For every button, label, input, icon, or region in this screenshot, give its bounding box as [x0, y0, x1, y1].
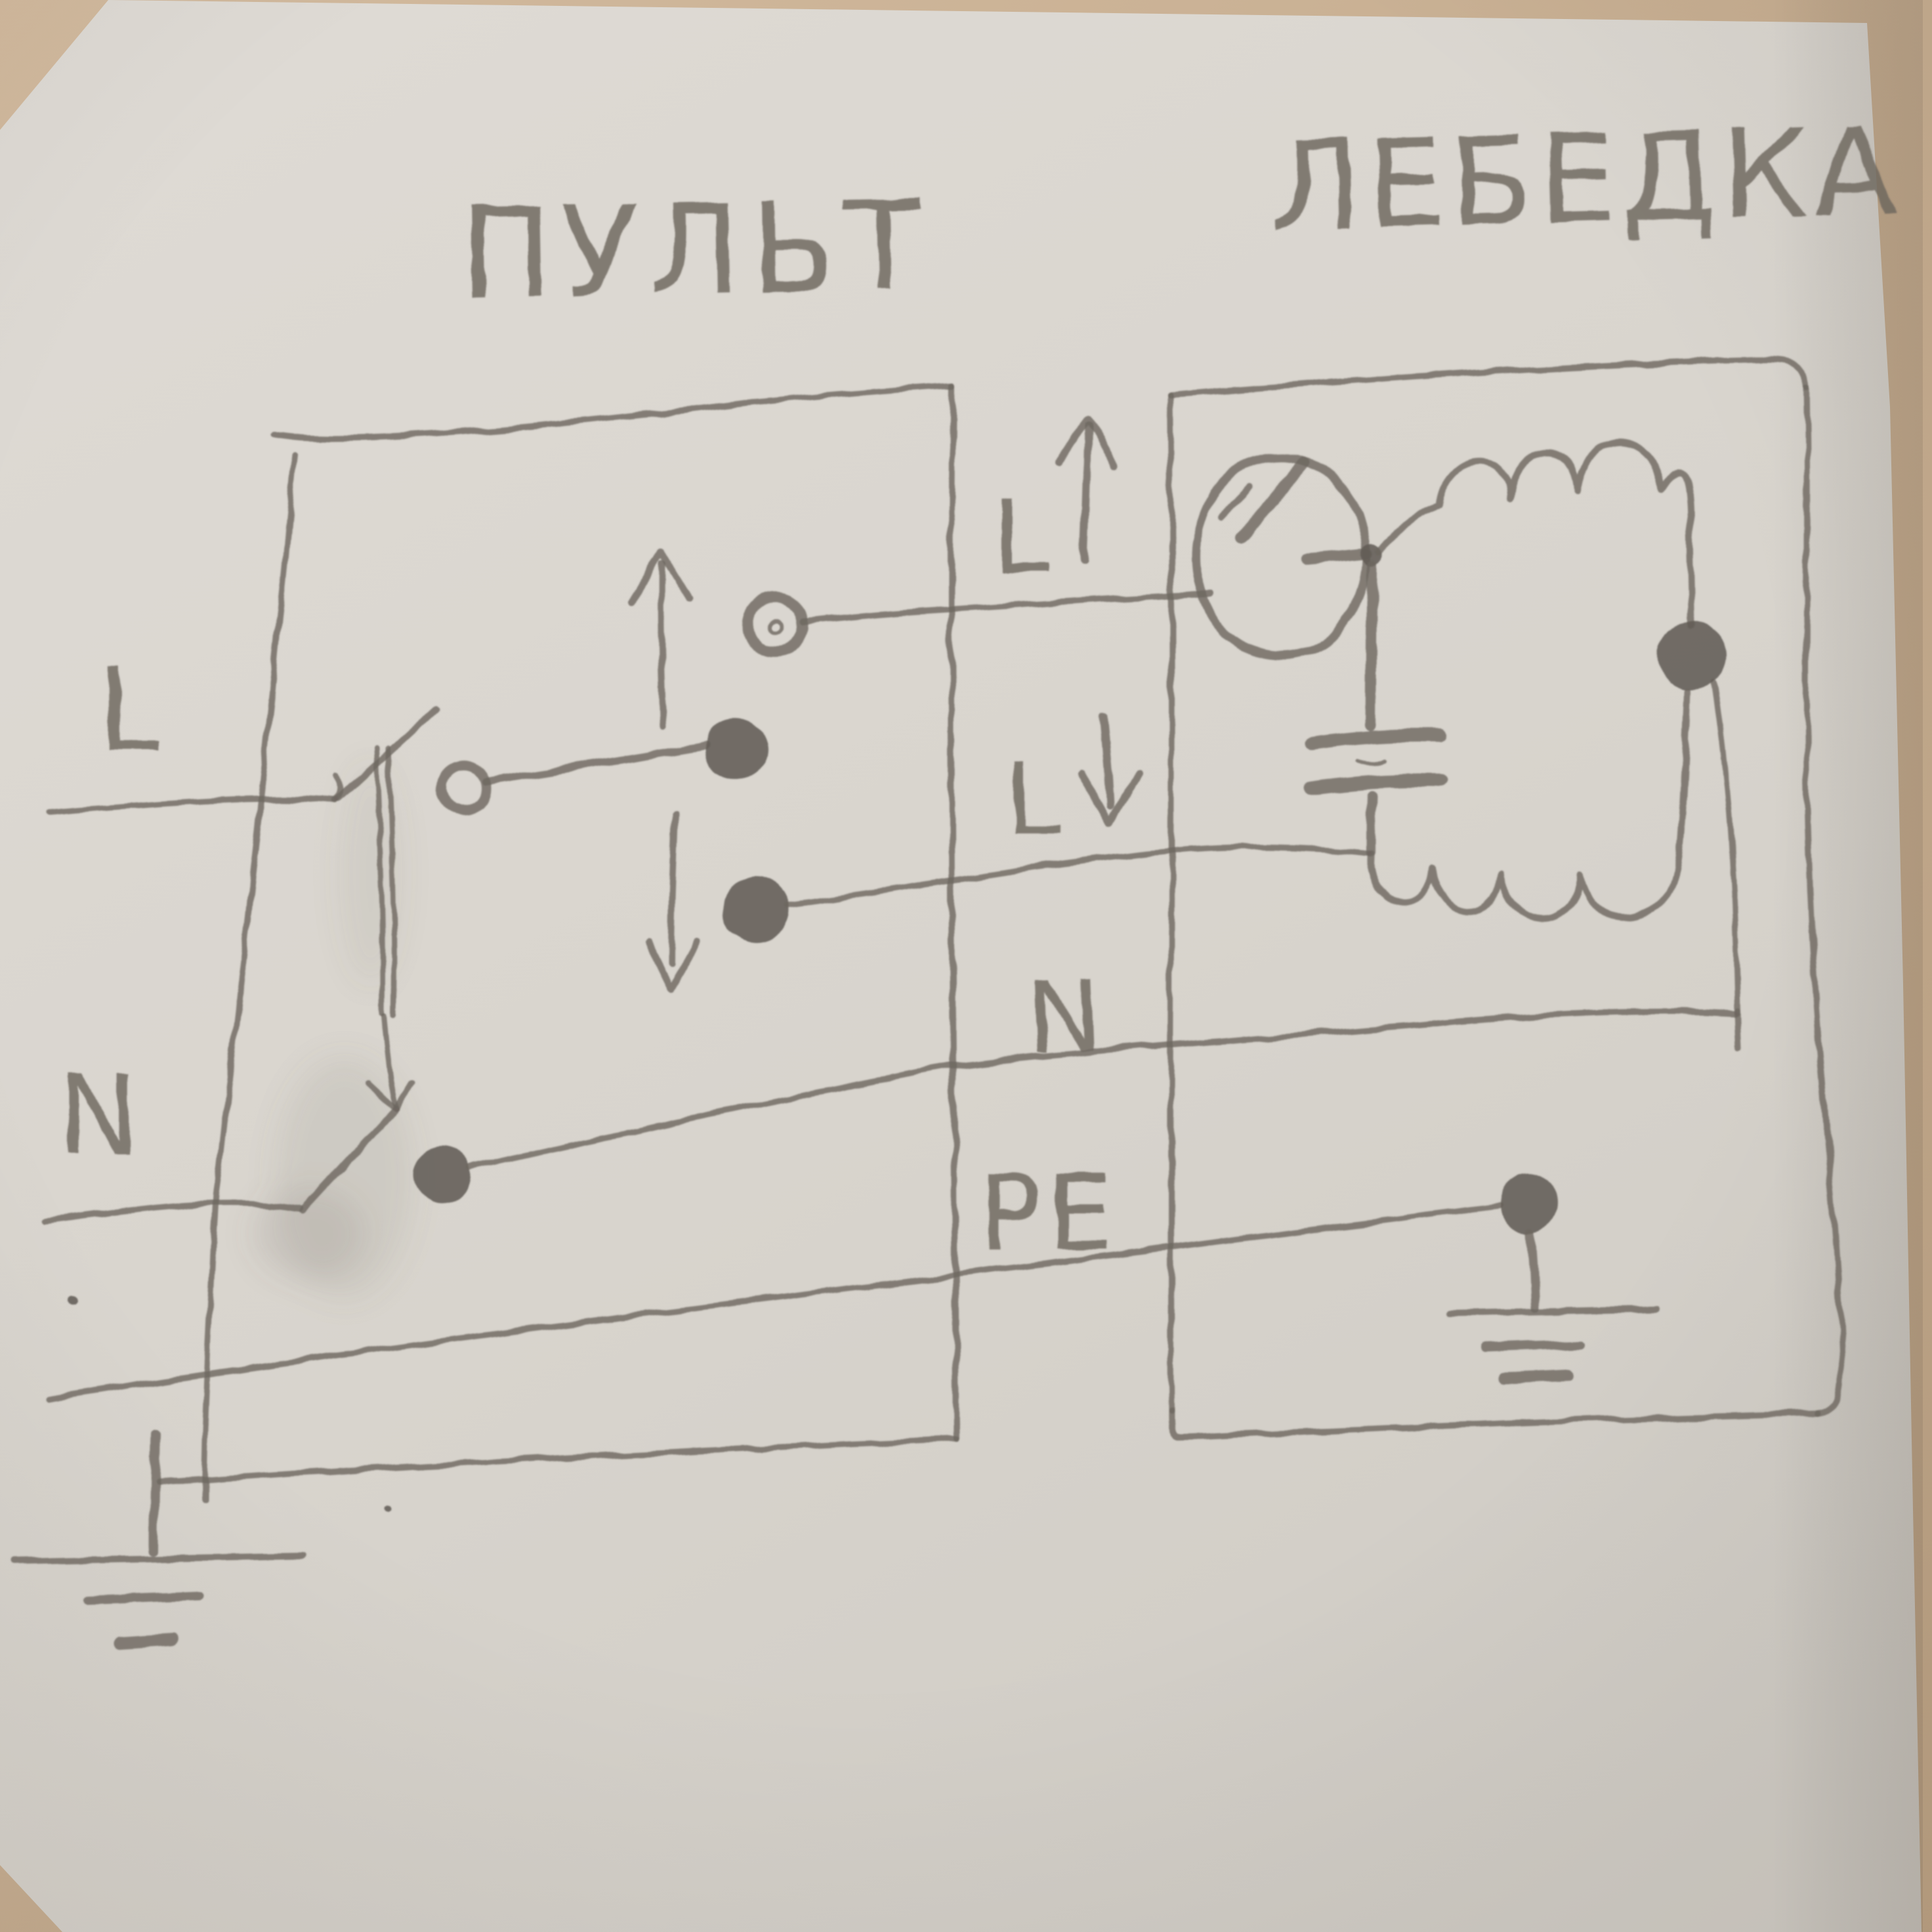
- winch-motor-assembly: [1191, 440, 1727, 923]
- aux-winding-coil-icon: [1367, 689, 1691, 923]
- pe-ground-lead: [1527, 1228, 1540, 1312]
- eraser-smudges: [253, 761, 413, 1299]
- bus-down-letter: L: [1005, 742, 1061, 858]
- ground-stroke-long: [9, 1553, 304, 1564]
- up-arrow-icon: [628, 548, 692, 730]
- pult-box-top-edge: [269, 383, 956, 441]
- neutral-wire: [467, 1008, 1739, 1171]
- ground-stroke-short: [112, 1635, 179, 1651]
- bus-earth-label: PE: [979, 1152, 1117, 1274]
- title-lebedka: ЛЕБЕДКА: [1269, 100, 1904, 259]
- lower-blade-fork-left: [366, 1080, 400, 1112]
- ground-lead: [149, 1430, 160, 1555]
- motor-terminal-stub: [1301, 548, 1372, 565]
- supply-neutral-label: N: [58, 1051, 140, 1180]
- lebedka-box: [1167, 356, 1845, 1439]
- up-contact-terminal-center: [767, 619, 783, 635]
- bus-up-arrow-icon: [1054, 413, 1118, 563]
- upper-common-terminal: [436, 761, 490, 814]
- motor-slash-mark: [1236, 456, 1311, 543]
- lebedka-box-right-edge: [1803, 384, 1845, 1417]
- capacitor-plate-top: [1305, 728, 1446, 749]
- lower-contact-dot: [412, 1145, 471, 1204]
- capacitor-plate-bottom: [1305, 774, 1446, 795]
- down-contact-dot: [722, 875, 790, 944]
- bus-down-arrow-icon: [1079, 713, 1141, 827]
- capacitor-bottom-lead: [1366, 791, 1376, 857]
- winch-ground-stroke-mid: [1481, 1339, 1586, 1352]
- line-supply-wire: [46, 796, 339, 816]
- capacitor-mid-tick: [1354, 758, 1388, 766]
- winch-ground-stroke-short: [1499, 1370, 1574, 1385]
- main-winding-coil-icon: [1375, 440, 1695, 628]
- up-line-wire: [800, 591, 1215, 625]
- pe-terminal-dot: [1500, 1173, 1559, 1232]
- bus-up-letter: L: [992, 480, 1048, 596]
- supply-line-label: L: [97, 644, 160, 776]
- up-contact-terminal: [742, 591, 808, 658]
- winding-junction-dot: [1657, 621, 1727, 691]
- down-line-wire: [786, 843, 1372, 908]
- lower-blade-fork-right: [393, 1079, 416, 1112]
- upper-blade-tip-dot: [705, 718, 768, 781]
- lebedka-box-bottom-edge: [1168, 1408, 1821, 1439]
- double-pole-switch: [300, 548, 808, 1213]
- winch-earth-assembly: [1446, 1173, 1659, 1385]
- pult-box: [154, 383, 960, 1502]
- pencil-speck: [69, 1296, 78, 1305]
- neutral-riser-wire: [1711, 681, 1741, 1015]
- supply-ground-symbol: [9, 1430, 304, 1651]
- pult-box-left-edge: [201, 452, 299, 1502]
- lower-switch-blade: [300, 1106, 400, 1213]
- lebedka-box-top-edge: [1167, 356, 1809, 398]
- pe-supply-wire: [45, 1203, 1502, 1402]
- title-pult: ПУЛЬТ: [458, 174, 932, 327]
- winch-ground-stroke-long: [1446, 1306, 1659, 1316]
- switch-linkage: [374, 746, 399, 1108]
- pult-box-right-edge: [948, 383, 960, 1442]
- neutral-supply-wire: [41, 1200, 304, 1225]
- bus-neutral-label: N: [1026, 957, 1104, 1076]
- motor-slash-mark-2: [1219, 484, 1254, 519]
- ground-stroke-mid: [85, 1591, 202, 1604]
- neutral-corner-overshoot: [1734, 1007, 1742, 1052]
- pult-box-bottom-edge: [154, 1435, 960, 1486]
- capacitor-top-lead: [1366, 560, 1377, 730]
- pencil-speck: [385, 1506, 392, 1513]
- upper-switch-lever: [480, 742, 709, 786]
- lebedka-box-left-edge: [1167, 391, 1175, 1414]
- down-arrow-icon: [644, 809, 701, 992]
